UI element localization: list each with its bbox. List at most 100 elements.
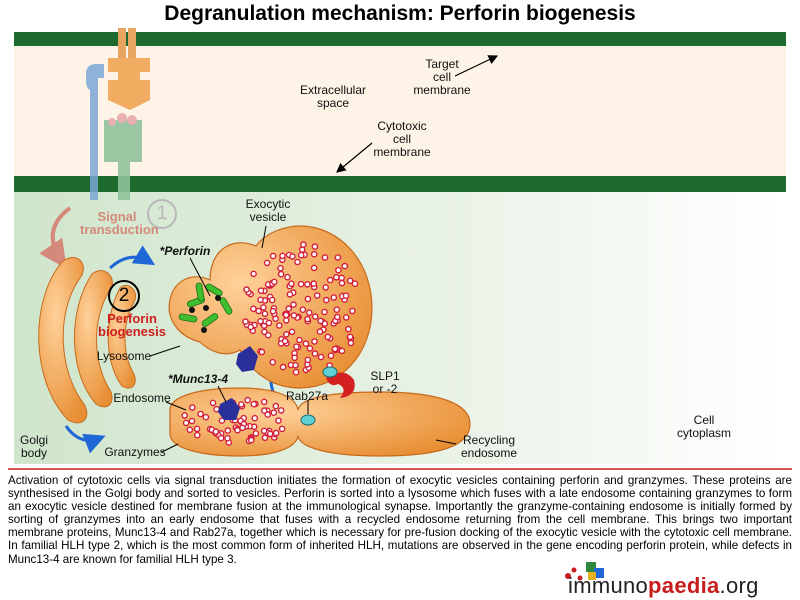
granzyme-granule xyxy=(186,426,194,434)
slp-protein xyxy=(326,372,355,398)
granzyme-granule xyxy=(269,307,277,315)
granzyme-granule xyxy=(288,280,295,288)
golgi-to-endosome-arrow xyxy=(64,425,106,454)
granzyme-granule xyxy=(212,428,220,435)
golgi-to-lysosome-arrow xyxy=(108,245,156,270)
signal-transduction-label: Signal transduction xyxy=(80,209,159,237)
perforin-biogenesis-label: Perforin biogenesis xyxy=(98,311,166,339)
granzyme-granule xyxy=(277,264,284,272)
granzyme-granule xyxy=(297,280,305,288)
granzyme-granule xyxy=(251,414,259,422)
granzyme-granule xyxy=(202,413,210,421)
lysosome-label: Lysosome xyxy=(96,349,152,363)
granzyme-granule xyxy=(281,337,289,345)
granzyme-granule xyxy=(285,305,293,312)
granzyme-granule xyxy=(284,273,291,281)
exocytic-vesicle-pointer xyxy=(261,225,267,249)
target-membrane-arrow xyxy=(454,55,499,77)
granzyme-granule xyxy=(290,301,297,308)
granzyme-granule xyxy=(333,306,341,314)
cytotoxic-cell-membrane-label: Cytotoxic cell membrane xyxy=(373,119,431,159)
lysosome-pointer xyxy=(149,345,181,357)
granzyme-granule xyxy=(258,348,266,356)
granzyme-granule xyxy=(293,343,300,351)
granzyme-granule xyxy=(275,322,283,329)
granzyme-granule xyxy=(269,252,277,260)
granzyme-granule xyxy=(311,243,319,250)
granzyme-granule xyxy=(188,404,196,411)
granzyme-granule xyxy=(243,286,250,293)
caption-text: Activation of cytotoxic cells via signal… xyxy=(8,474,792,566)
recycling-endosome-label: Recycling endosome xyxy=(460,433,518,460)
granzyme-granule xyxy=(266,430,274,438)
granzyme-granule xyxy=(197,410,204,418)
granzyme-granule xyxy=(305,309,313,317)
granzyme-granule xyxy=(317,317,324,325)
granzyme-granule xyxy=(322,296,330,304)
granzyme-granule xyxy=(338,279,346,287)
granzyme-granule xyxy=(311,338,318,345)
granzyme-granule xyxy=(261,434,269,442)
perforin-rod xyxy=(195,282,205,302)
granzyme-granule xyxy=(209,399,217,407)
perforin-rods xyxy=(178,282,233,333)
granzyme-granule xyxy=(333,313,341,321)
granzyme-granule xyxy=(237,401,245,408)
granzyme-granule xyxy=(218,417,226,424)
brand-wordmark: immunopaedia.org xyxy=(568,573,759,598)
cytotoxic-cell-membrane xyxy=(14,176,786,192)
granzyme-granule xyxy=(260,304,267,311)
granzyme-granule xyxy=(188,417,196,425)
granzyme-granule xyxy=(294,258,301,266)
munc13-4-label: *Munc13-4 xyxy=(167,372,229,386)
granzyme-granule xyxy=(311,313,319,320)
receptor-complex xyxy=(86,28,150,200)
lysosome-granule xyxy=(189,307,195,313)
signal-transduction-arrow xyxy=(39,206,72,269)
granzyme-granule xyxy=(338,274,346,282)
granzyme-granule xyxy=(331,345,339,353)
lysosome-granule xyxy=(203,305,209,311)
granzyme-granule xyxy=(250,270,257,278)
endosome-pointer xyxy=(165,401,187,411)
page-title: Degranulation mechanism: Perforin biogen… xyxy=(164,2,636,25)
granzyme-granule xyxy=(257,317,264,325)
granzyme-granule xyxy=(260,407,268,414)
granzyme-granule xyxy=(345,325,352,333)
granzyme-granule xyxy=(321,254,329,261)
granzyme-granule xyxy=(264,331,272,339)
granzyme-granule xyxy=(261,310,269,318)
granzyme-granule xyxy=(224,434,231,442)
granzyme-granule xyxy=(277,270,285,278)
munc13-4-protein-vesicle xyxy=(236,346,258,372)
granzyme-granule xyxy=(289,253,296,260)
granzyme-granule xyxy=(310,250,318,258)
granzyme-granule xyxy=(335,266,342,274)
granzyme-granule xyxy=(242,318,249,325)
granzyme-granule xyxy=(217,434,225,442)
granzyme-granule xyxy=(346,277,354,285)
granzyme-granule xyxy=(311,350,319,357)
granzyme-granule xyxy=(278,425,286,433)
granzyme-granule xyxy=(181,412,188,419)
step1-marker xyxy=(147,199,177,229)
granzyme-granule xyxy=(286,291,294,298)
perforin-rod xyxy=(219,297,233,315)
granzyme-granule xyxy=(321,308,328,316)
granzyme-granule xyxy=(334,254,342,261)
endosome-label: Endosome xyxy=(113,391,171,405)
granzyme-granule xyxy=(224,427,232,434)
granzyme-granule xyxy=(272,402,280,410)
granzyme-granule xyxy=(297,251,305,259)
slp-label: SLP1 or -2 xyxy=(370,369,400,396)
granzyme-granule xyxy=(302,340,310,347)
granzyme-granule xyxy=(342,292,350,300)
granzyme-granule xyxy=(296,336,303,344)
granzyme-granule xyxy=(270,409,278,417)
immunopaedia-logo-icon xyxy=(565,562,604,581)
granzyme-granule xyxy=(304,356,312,364)
granzyme-granule xyxy=(272,429,280,437)
granzyme-granule xyxy=(250,400,258,408)
granzyme-granule xyxy=(252,430,260,437)
granzyme-granule xyxy=(234,426,241,434)
